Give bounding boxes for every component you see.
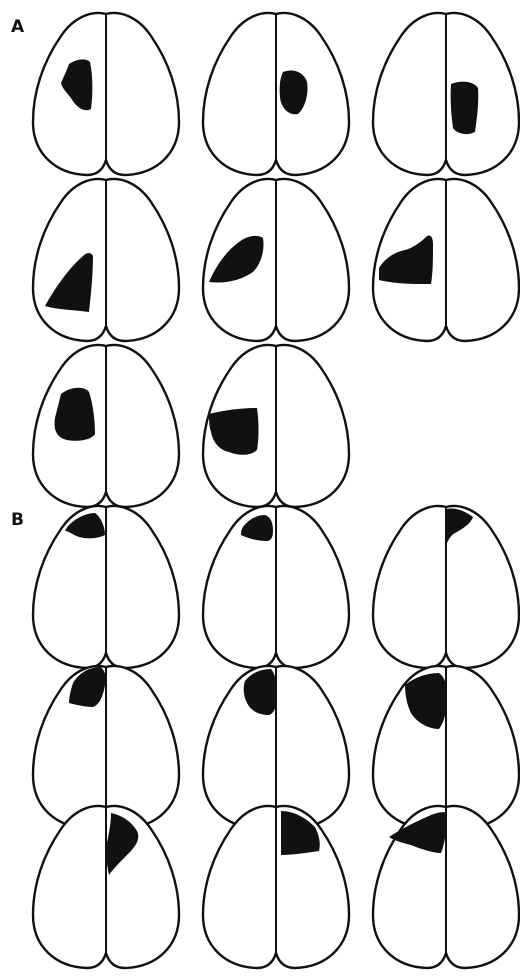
- brain-b3: [373, 506, 519, 668]
- brain-b4: [33, 666, 179, 828]
- brain-a1: [33, 13, 179, 175]
- brain-a6: [373, 179, 519, 341]
- brain-a2: [203, 13, 349, 175]
- brain-b5: [203, 666, 349, 828]
- brain-a8: [203, 345, 349, 507]
- brain-a3: [373, 13, 519, 175]
- brain-b8: [203, 806, 349, 968]
- brain-b2: [203, 506, 349, 668]
- brain-b1: [33, 506, 179, 668]
- brain-a5: [203, 179, 349, 341]
- brain-b6: [373, 666, 519, 828]
- brain-a7: [33, 345, 179, 507]
- brain-b9: [373, 806, 519, 968]
- brain-a4: [33, 179, 179, 341]
- brain-b7: [33, 806, 179, 968]
- lesion-a3: [451, 82, 479, 134]
